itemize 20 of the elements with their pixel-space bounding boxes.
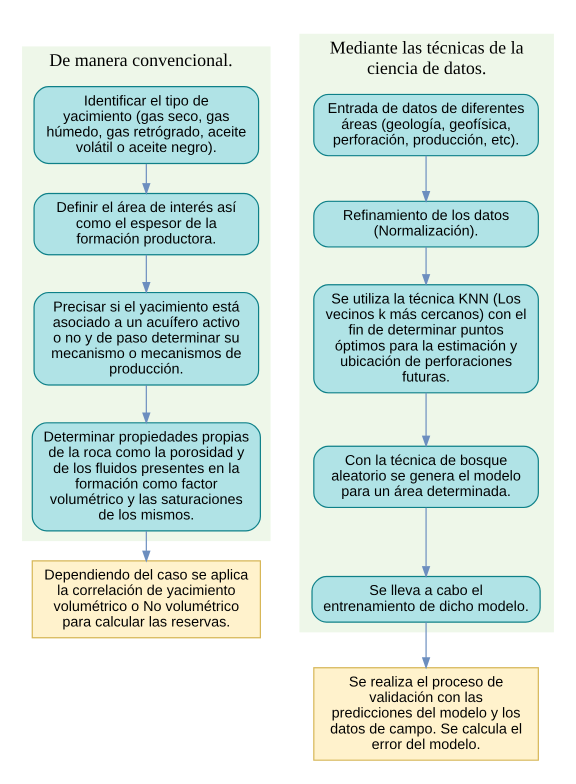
arrow	[422, 622, 430, 669]
node-box: Con la técnica de bosque aleatorio se genera el modelo para un área determinada.	[313, 445, 539, 508]
node-box: Identificar el tipo de yacimiento (gas seco, gas húmedo, gas retrógrado, aceite volátil o aceite negro).	[33, 86, 260, 164]
arrow	[142, 530, 151, 562]
node-box: Entrada de datos de diferentes áreas (geología, geofísica, perforación, producción, etc).	[313, 93, 539, 156]
node-box: Refinamiento de los datos (Normalización).	[313, 200, 539, 248]
node-box: Definir el área de interés así como el espesor de la formación productora.	[33, 192, 260, 255]
arrow	[422, 507, 430, 578]
arrow	[422, 392, 430, 448]
node-box: Se utiliza la técnica KNN (Los vecinos k más cercanos) con el fin de determinar puntos óptimos para la estimación y ubicación de perforaciones futuras.	[313, 284, 539, 393]
node-box: Dependiendo del caso se aplica la correlación de yacimiento volumétrico o No volumétrico para calcular las reservas.	[32, 560, 261, 638]
node-box: Precisar si el yacimiento está asociado a un acuífero activo o no y de paso determinar su mecanismo o mecanismos de producción.	[33, 291, 260, 386]
node-box: Se lleva a cabo el entrenamiento de dicho modelo.	[311, 575, 541, 622]
node-box: Se realiza el proceso de validación con las predicciones del modelo y los datos de campo. Se calcula el error del modelo.	[313, 666, 539, 760]
arrow	[142, 254, 151, 294]
arrow	[422, 155, 430, 203]
arrow	[142, 384, 151, 424]
node-box: Determinar propiedades propias de la roca como la porosidad y de los fluidos presentes en la formación como factor volumétrico y las saturaciones de los mismos.	[32, 422, 261, 531]
arrow	[422, 246, 430, 286]
arrow	[142, 163, 151, 195]
